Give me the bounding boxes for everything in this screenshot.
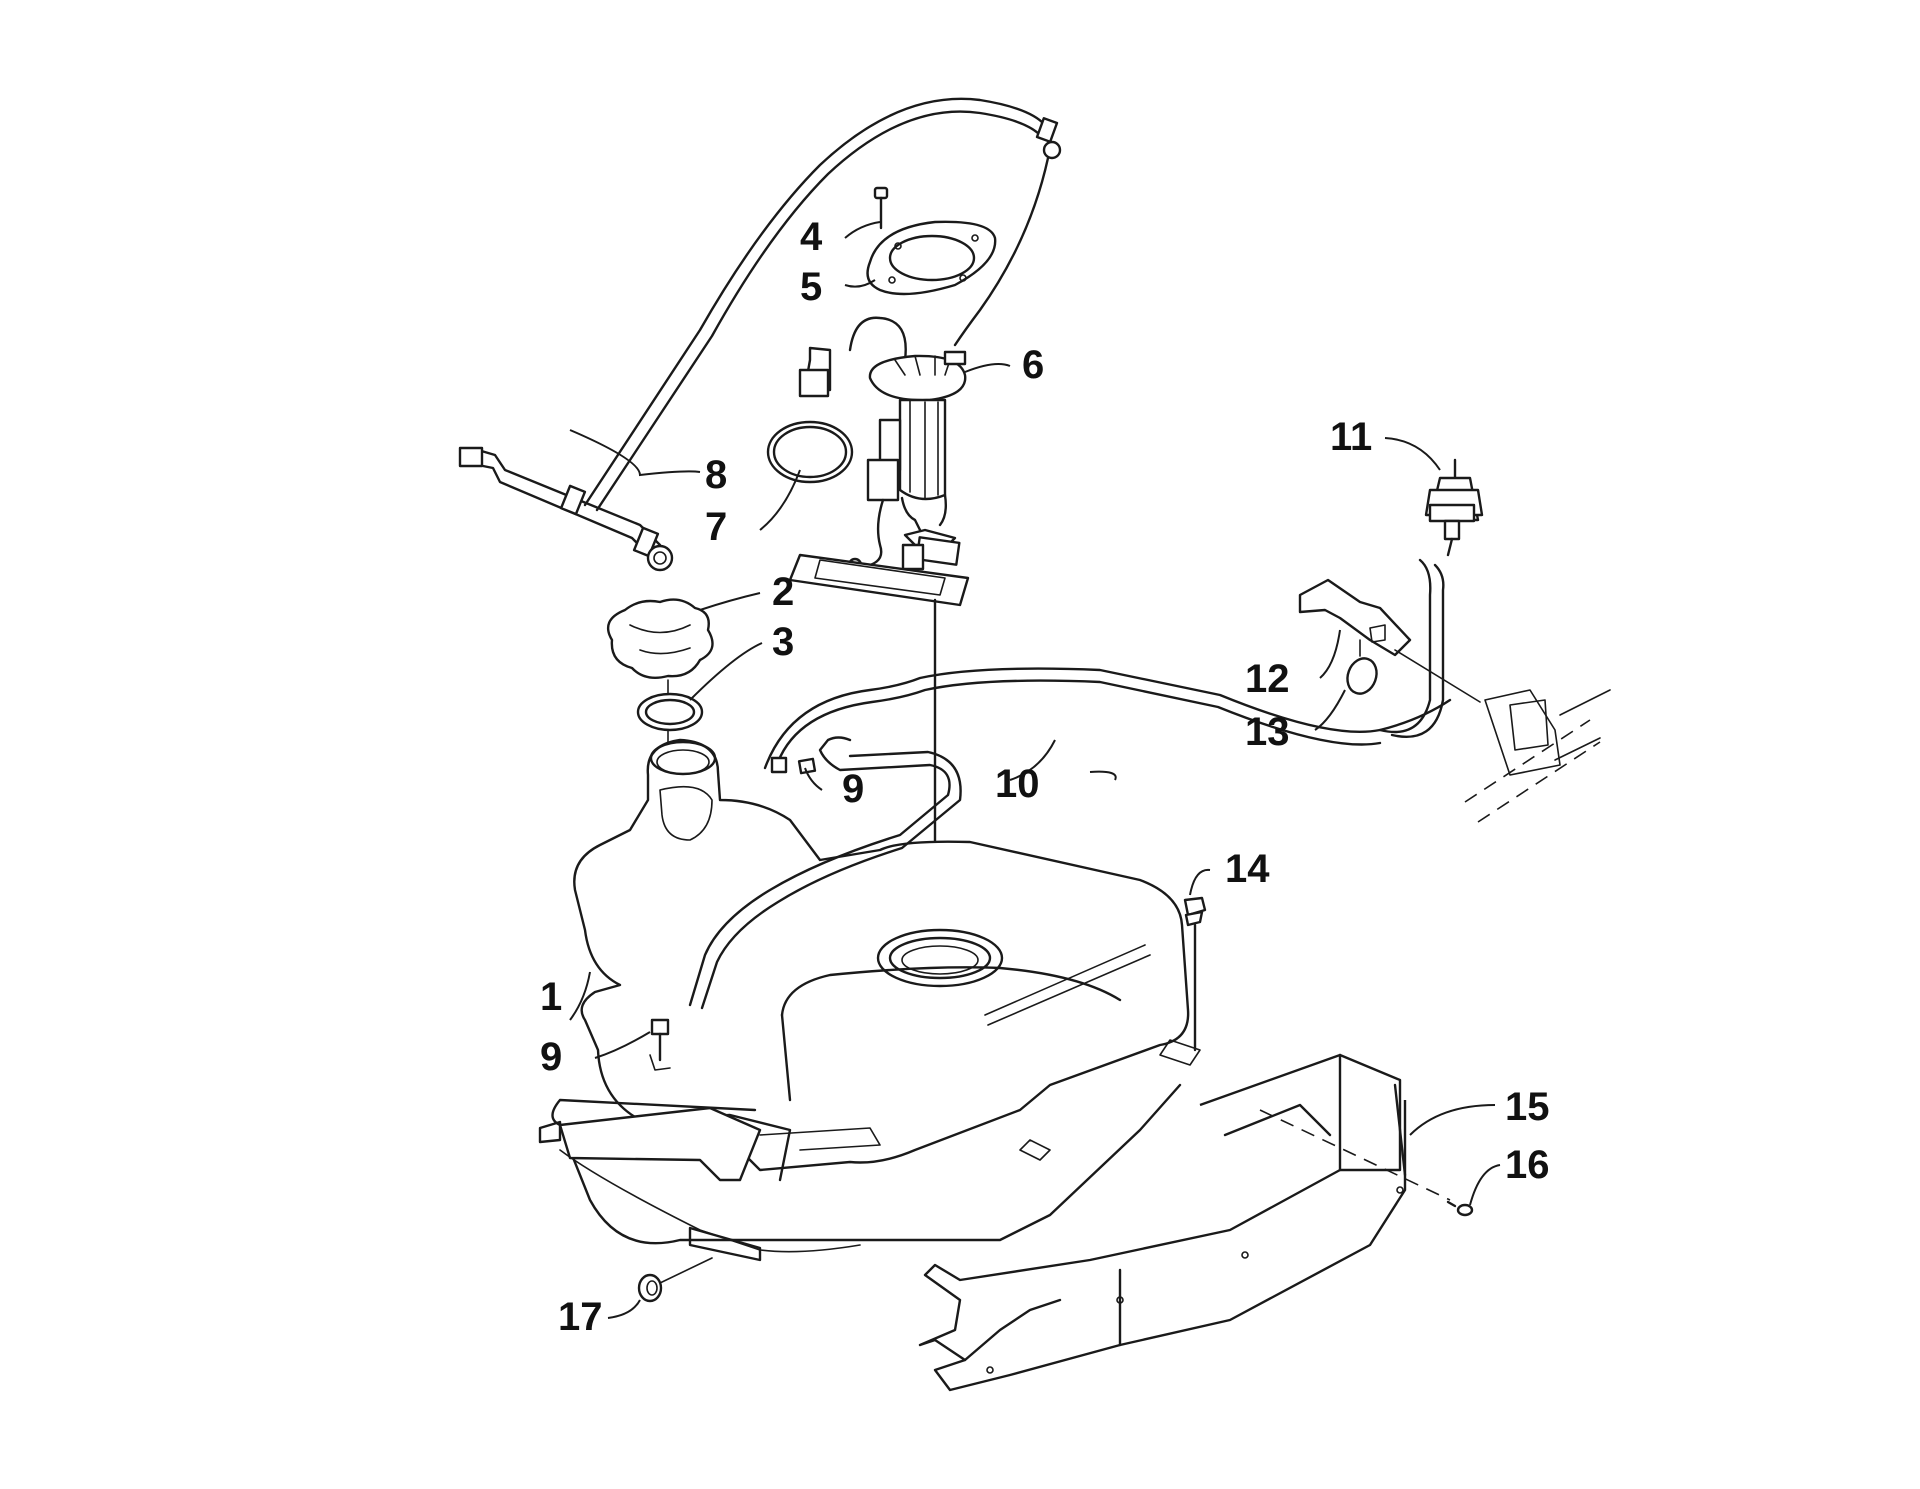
callout-1: 1: [540, 975, 562, 1019]
clamp-part-13: [1346, 639, 1378, 695]
fuel-filter-part-11: [1424, 458, 1484, 557]
vent-hose: [583, 97, 1062, 512]
callout-6: 6: [1022, 343, 1044, 387]
callout-8: 8: [705, 453, 727, 497]
rivet-part-16: [1446, 1200, 1474, 1217]
gas-cap-part-2: [607, 598, 714, 679]
callout-labels: 1 2 3 4 5 6 7 8 9 9 10 11 12 13 14 15 16…: [540, 215, 1550, 1339]
callout-leaders: [569, 221, 1501, 1319]
callout-10: 10: [995, 762, 1040, 806]
callout-9b: 9: [540, 1035, 562, 1079]
fill-neck-hose: [458, 446, 674, 572]
fuel-tank-part-1: [538, 738, 1201, 1262]
callout-4: 4: [800, 215, 823, 259]
fuel-pump-part-6: [798, 316, 967, 573]
o-ring-part-7: [766, 420, 854, 484]
callout-14: 14: [1225, 847, 1270, 891]
frame-section: [1464, 689, 1611, 823]
grommet-part-17: [637, 1257, 713, 1303]
bracket-part-12: [1298, 578, 1481, 703]
callout-11: 11: [1330, 415, 1372, 459]
callout-13: 13: [1245, 710, 1290, 754]
callout-16: 16: [1505, 1143, 1550, 1187]
callout-5: 5: [800, 265, 822, 309]
callout-12: 12: [1245, 657, 1290, 701]
gasket-ring-part-3: [636, 679, 704, 743]
callout-3: 3: [772, 620, 794, 664]
screw-part-4: [873, 186, 889, 230]
gasket-plate-part-5: [866, 220, 997, 296]
callout-7: 7: [705, 505, 727, 549]
vent-line-part-10: [688, 558, 1452, 1010]
callout-17: 17: [558, 1295, 603, 1339]
callout-15: 15: [1505, 1085, 1550, 1129]
callout-2: 2: [772, 570, 794, 614]
callout-9a: 9: [842, 767, 864, 811]
heat-shield-part-15: [918, 1053, 1451, 1392]
screw-part-14: [1183, 896, 1207, 1052]
